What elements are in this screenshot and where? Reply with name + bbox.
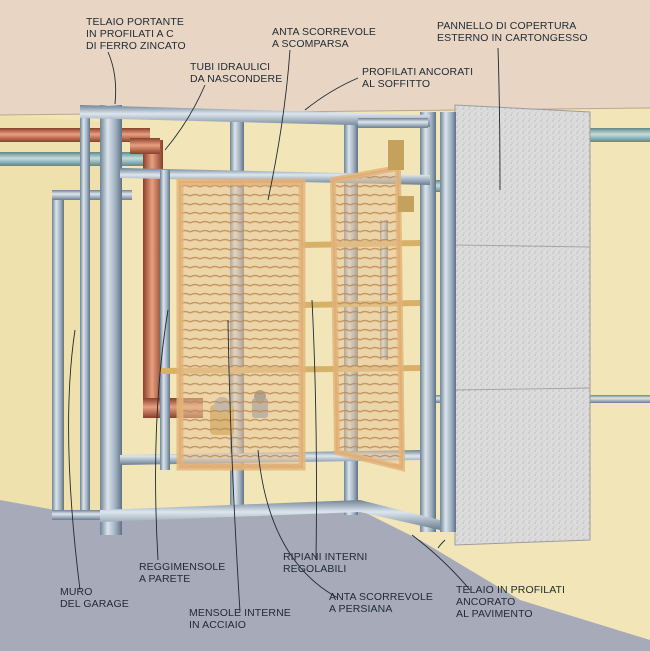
- plasterboard-panel: [454, 104, 591, 546]
- pipe-blue-top: [0, 152, 150, 166]
- label-profilati-soffitto: PROFILATI ANCORATI AL SOFFITTO: [362, 66, 474, 90]
- sliding-door-pocket: [179, 181, 303, 468]
- frame-left-outer: [52, 190, 64, 520]
- label-mensole-acciaio: MENSOLE INTERNE IN ACCIAIO: [189, 607, 291, 631]
- floor: [0, 500, 650, 651]
- frame-post-4: [420, 112, 436, 532]
- frame-top-rail: [80, 105, 430, 127]
- pipe-copper-top: [0, 128, 150, 142]
- label-anta-scomparsa: ANTA SCORREVOLE A SCOMPARSA: [272, 26, 376, 50]
- label-pannello-copertura: PANNELLO DI COPERTURA ESTERNO IN CARTONG…: [437, 20, 588, 44]
- label-ripiani: RIPIANI INTERNI REGOLABILI: [283, 551, 368, 575]
- label-telaio-pavimento: TELAIO IN PROFILATI ANCORATO AL PAVIMENT…: [456, 584, 566, 620]
- leader-lines: [68, 47, 501, 613]
- label-telaio-portante: TELAIO PORTANTE IN PROFILATI A C DI FERR…: [86, 16, 186, 52]
- label-muro-garage: MURO DEL GARAGE: [60, 586, 129, 610]
- label-tubi-idraulici: TUBI IDRAULICI DA NASCONDERE: [190, 61, 283, 85]
- sliding-door-louvered: [331, 166, 404, 470]
- label-reggimensole: REGGIMENSOLE A PARETE: [139, 561, 226, 585]
- frame-bottom-rail: [100, 500, 440, 530]
- label-anta-persiana: ANTA SCORREVOLE A PERSIANA: [329, 591, 433, 615]
- frame-post-1: [100, 105, 122, 535]
- pipe-copper-vertical: [143, 140, 163, 410]
